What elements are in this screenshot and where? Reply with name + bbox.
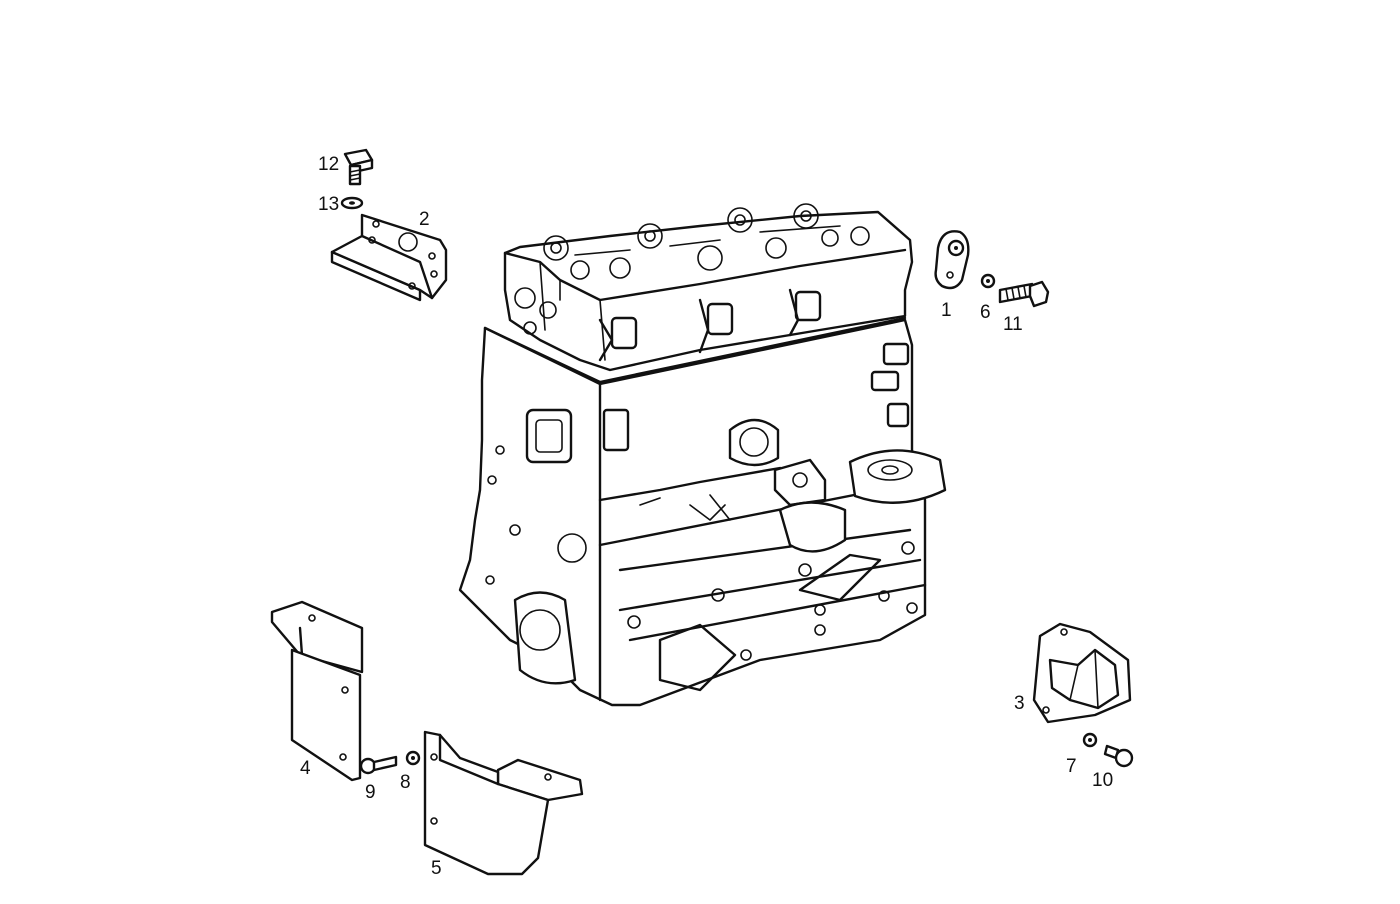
callout-4: 4 [300, 758, 311, 779]
callout-10: 10 [1092, 770, 1113, 791]
part-8-nut [405, 750, 421, 766]
part-10-bolt [1103, 744, 1134, 768]
cylinder-block [458, 318, 947, 707]
part-7-washer [1082, 732, 1098, 748]
part-1-plate [934, 230, 970, 290]
callout-5: 5 [431, 858, 442, 879]
callout-3: 3 [1014, 693, 1025, 714]
part-11-bolt [998, 280, 1050, 308]
callout-13: 13 [318, 194, 339, 215]
engine-block [458, 203, 947, 707]
part-9-bolt [359, 755, 398, 775]
part-5-bracket [423, 730, 584, 876]
part-13-washer [340, 196, 364, 210]
part-6-washer [980, 273, 996, 289]
callout-8: 8 [400, 772, 411, 793]
part-4-bracket [270, 600, 364, 782]
cylinder-head [503, 203, 914, 372]
callout-12: 12 [318, 154, 339, 175]
callout-7: 7 [1066, 756, 1077, 777]
part-12-bolt [343, 148, 374, 186]
callout-6: 6 [980, 302, 991, 323]
part-3-bracket [1032, 622, 1132, 724]
part-2-bracket [330, 213, 448, 302]
callout-2: 2 [419, 209, 430, 230]
callout-11: 11 [1003, 314, 1023, 335]
callout-1: 1 [941, 300, 952, 321]
callout-9: 9 [365, 782, 376, 803]
